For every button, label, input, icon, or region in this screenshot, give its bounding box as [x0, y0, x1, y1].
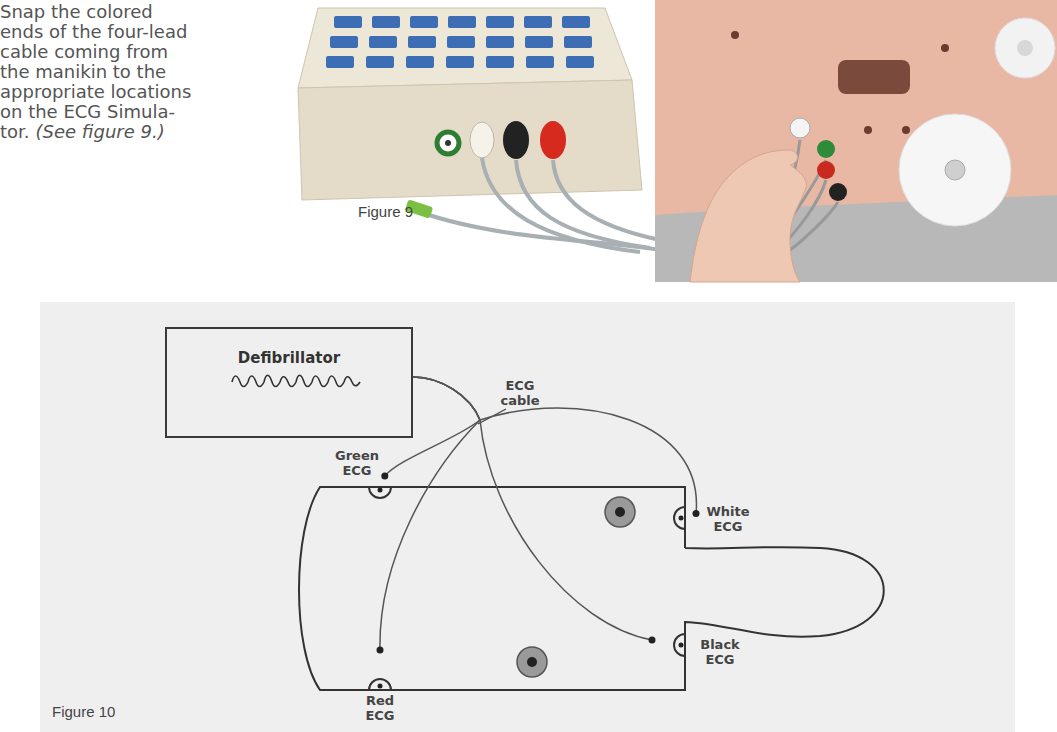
figure-number: Figure 10	[52, 703, 115, 720]
hand	[690, 150, 806, 282]
device-box: Defibrillator	[165, 327, 413, 438]
button	[446, 56, 474, 68]
figure-number: Figure 9	[358, 203, 413, 220]
electrode-node: Black ECG	[652, 634, 696, 656]
button	[562, 16, 590, 28]
wire-path	[413, 377, 696, 514]
button	[486, 16, 514, 28]
simulator-front	[298, 80, 642, 200]
simulator-top	[298, 8, 632, 88]
cable-wire	[516, 160, 650, 248]
red-snap	[540, 121, 566, 159]
green-snap	[817, 140, 835, 158]
cable-wire	[482, 158, 640, 252]
electrode-node: Green ECG	[368, 476, 392, 499]
manikin-hole	[731, 31, 739, 39]
electrode-node: Red ECG	[368, 650, 392, 690]
electrode-label: Black ECG	[693, 637, 747, 667]
button	[486, 56, 514, 68]
button	[526, 56, 554, 68]
electrode-node: White ECG	[674, 507, 696, 529]
electrode-center	[679, 643, 684, 648]
cable-label: ECG cable	[495, 378, 545, 408]
defib-pad	[517, 647, 547, 677]
button	[334, 16, 362, 28]
button	[447, 36, 475, 48]
instruction-text: Snap the colored ends of the four-lead c…	[0, 1, 191, 142]
button	[326, 56, 354, 68]
ecg-lead-wire	[413, 377, 656, 643]
socket-pin	[445, 140, 451, 146]
button	[369, 36, 397, 48]
button	[524, 16, 552, 28]
figure-panel	[40, 302, 1015, 732]
electrode-outline	[368, 476, 392, 499]
black-snap	[829, 183, 847, 201]
terminal-dot	[693, 510, 700, 517]
manikin-hole	[864, 126, 872, 134]
pad-snap	[1017, 40, 1033, 56]
electrode-center	[378, 488, 383, 493]
red-snap	[817, 161, 835, 179]
manikin-skin	[655, 0, 1057, 282]
button	[564, 36, 592, 48]
wire-path	[413, 377, 652, 640]
terminal-dot	[377, 647, 384, 654]
black-snap	[503, 121, 529, 159]
ecg-lead-wire	[381, 377, 480, 480]
cable-wire	[553, 160, 660, 240]
device-label: Defibrillator	[167, 349, 411, 367]
button	[410, 16, 438, 28]
ecg-lead-wire	[377, 377, 481, 654]
green-socket	[437, 132, 459, 154]
button	[448, 16, 476, 28]
electrode-arc	[674, 507, 685, 529]
simulator-buttons	[326, 16, 594, 68]
ecg-trace	[232, 375, 360, 386]
button	[566, 56, 594, 68]
button	[486, 36, 514, 48]
electrode-arc	[674, 634, 685, 656]
manikin-hole	[941, 44, 949, 52]
wire-path	[380, 377, 480, 650]
pad-center	[615, 507, 625, 517]
terminal-dot	[649, 636, 656, 643]
button	[372, 16, 400, 28]
electrode-label: Green ECG	[330, 448, 384, 478]
pad-center	[527, 657, 537, 667]
button	[406, 56, 434, 68]
button	[408, 36, 436, 48]
white-snap	[470, 122, 494, 158]
electrode-center	[378, 684, 383, 689]
wire-path	[385, 377, 480, 476]
button	[330, 36, 358, 48]
electrode-pad	[995, 18, 1055, 78]
figure-reference: (See figure 9.)	[36, 121, 165, 142]
manikin-hole	[902, 126, 910, 134]
defib-pad	[605, 497, 635, 527]
electrode-label: White ECG	[701, 504, 755, 534]
electrode-outline	[674, 507, 696, 529]
button	[525, 36, 553, 48]
electrode-arc	[369, 679, 391, 690]
manikin-slot	[838, 60, 910, 94]
pad-snap	[945, 160, 965, 180]
electrode-pad	[899, 114, 1011, 226]
instruction-paragraph: Snap the colored ends of the four-lead c…	[0, 2, 200, 142]
electrode-label: Red ECG	[353, 693, 407, 723]
electrode-arc	[369, 487, 391, 498]
electrode-center	[679, 516, 684, 521]
electrode-outline	[652, 634, 696, 656]
white-snap	[790, 118, 810, 138]
electrode-outline	[368, 650, 392, 690]
terminal-dot	[381, 473, 388, 480]
button	[366, 56, 394, 68]
